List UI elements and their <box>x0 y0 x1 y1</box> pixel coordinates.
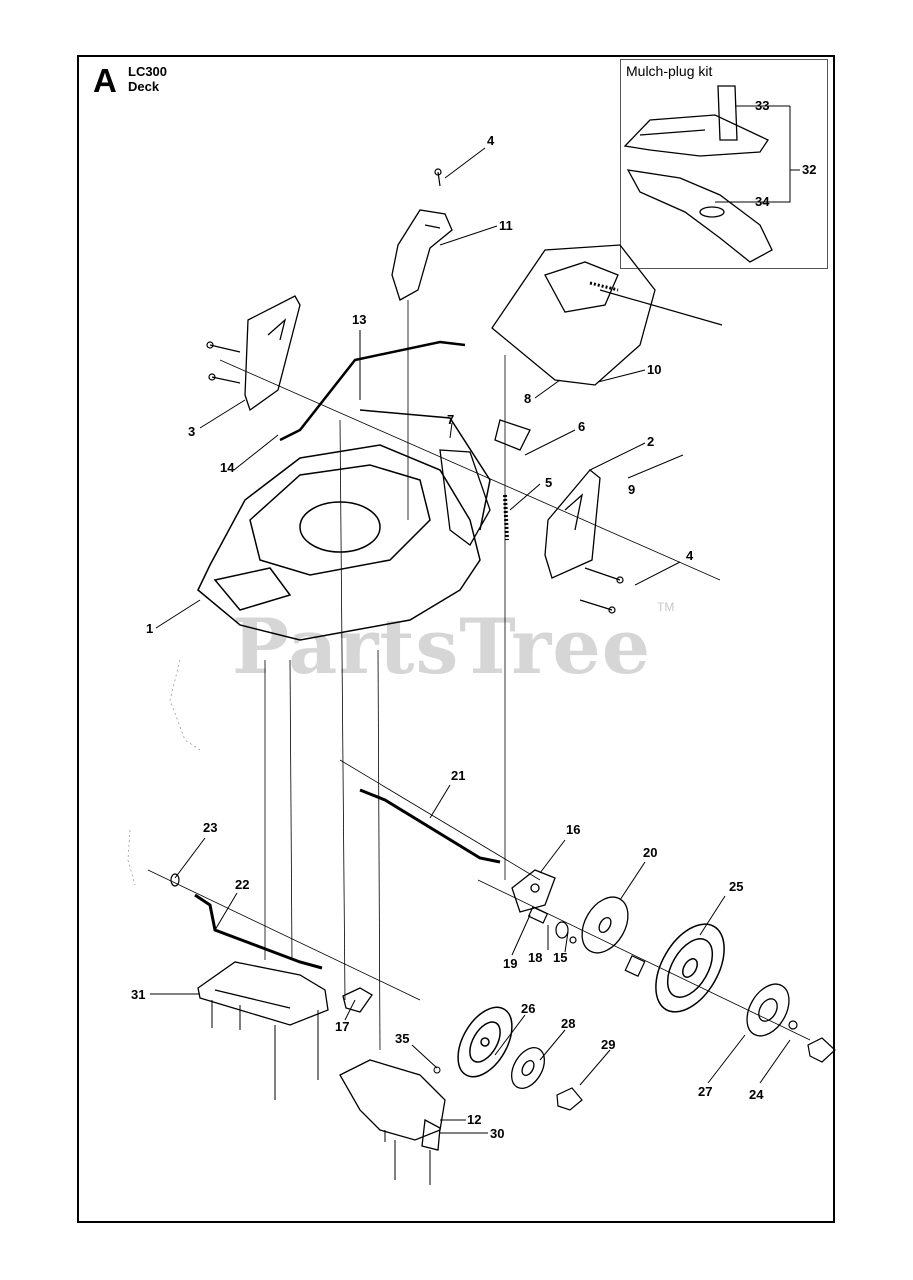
callout-8: 8 <box>524 391 532 406</box>
callout-22: 22 <box>235 877 250 892</box>
spring-10 <box>589 281 619 292</box>
cap-29 <box>556 1087 583 1111</box>
axle-21 <box>359 788 501 864</box>
kit-title: Mulch-plug kit <box>626 63 713 79</box>
callout-2: 2 <box>647 434 655 449</box>
watermark-tm: TM <box>657 600 675 614</box>
bracket-left-3 <box>244 295 301 412</box>
front-support-31 <box>197 961 329 1026</box>
cap-24b <box>807 1037 836 1063</box>
bolts-left <box>206 341 241 384</box>
callout-5: 5 <box>545 475 553 490</box>
callout-4: 4 <box>487 133 495 148</box>
mulch-plug-kit-box <box>620 59 828 269</box>
section-letter: A <box>93 62 117 99</box>
callout-18: 18 <box>528 950 543 965</box>
spring-5 <box>503 494 509 541</box>
callout-28: 28 <box>561 1016 576 1031</box>
rear-wheel-25 <box>655 923 725 1013</box>
callout-9: 9 <box>628 482 636 497</box>
rod-9 <box>599 289 723 326</box>
callout-11: 11 <box>499 218 513 233</box>
model-name: LC300 <box>128 64 168 79</box>
callout-21: 21 <box>451 768 466 783</box>
watermark: PartsTree <box>232 602 652 691</box>
callout-4b: 4 <box>686 548 694 563</box>
mulch-blade-part <box>626 169 773 263</box>
axle-bracket <box>439 419 531 546</box>
callout-1: 1 <box>146 621 154 636</box>
callout-16: 16 <box>566 822 581 837</box>
screw-4-top <box>434 168 442 187</box>
diagram-frame <box>77 55 835 1223</box>
callout-35: 35 <box>395 1031 410 1046</box>
handle-clamp-11 <box>391 209 453 301</box>
callout-15: 15 <box>553 950 568 965</box>
nut-24 <box>788 1020 798 1030</box>
callout-30: 30 <box>490 1126 505 1141</box>
callout-23: 23 <box>203 820 218 835</box>
deck-1 <box>197 409 491 641</box>
discharge-chute-12 <box>339 1059 446 1151</box>
ghost-outline <box>127 659 201 886</box>
washer-23 <box>170 873 180 887</box>
callout-26: 26 <box>521 1001 536 1016</box>
screws-4-right <box>579 567 624 614</box>
callout-6: 6 <box>578 419 586 434</box>
callout-13: 13 <box>352 312 367 327</box>
model-subtitle: Deck <box>128 79 160 94</box>
bushing-19 <box>527 906 549 924</box>
callout-25: 25 <box>729 879 744 894</box>
gear-18 <box>555 921 569 939</box>
callout-7: 7 <box>447 412 455 427</box>
leader-lines <box>150 105 800 1134</box>
assembly-lines <box>147 300 811 1051</box>
mulch-plug-part <box>623 85 769 157</box>
callout-33: 33 <box>755 98 770 113</box>
axle-22 <box>194 893 323 970</box>
callout-12: 12 <box>467 1112 482 1127</box>
model-title: LC300 Deck <box>128 64 167 94</box>
drive-disc-20 <box>581 896 629 954</box>
washer-15 <box>569 936 577 944</box>
callout-31: 31 <box>131 987 146 1002</box>
callout-29: 29 <box>601 1037 616 1052</box>
callout-34: 34 <box>755 194 770 209</box>
callout-24: 24 <box>749 1087 764 1102</box>
callout-10: 10 <box>647 362 662 377</box>
front-wheel-26 <box>457 1006 513 1078</box>
hubcap-28 <box>510 1047 546 1089</box>
bracket-right-2 <box>544 469 601 579</box>
bracket-17 <box>342 987 373 1013</box>
callout-3: 3 <box>188 424 196 439</box>
height-lever-13 <box>279 340 466 442</box>
hubcap-27 <box>746 983 790 1037</box>
gear-housing-16 <box>511 869 556 913</box>
pinion <box>624 954 646 978</box>
callout-19: 19 <box>503 956 518 971</box>
screws-chute <box>384 1066 441 1185</box>
callout-14: 14 <box>220 460 235 475</box>
rear-flap-8 <box>491 244 656 386</box>
callout-32: 32 <box>802 162 817 177</box>
callout-17: 17 <box>335 1019 350 1034</box>
callout-27: 27 <box>698 1084 713 1099</box>
callout-20: 20 <box>643 845 658 860</box>
screws-31 <box>211 1000 319 1100</box>
